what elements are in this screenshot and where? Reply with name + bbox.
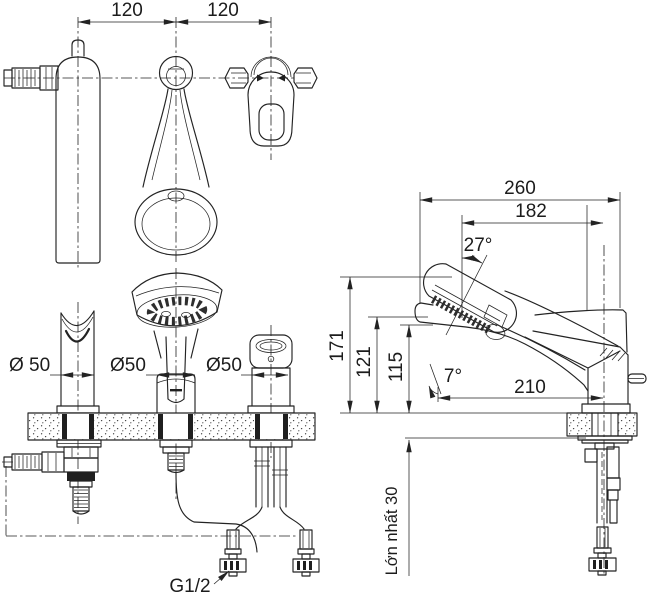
spout-mouth (64, 327, 91, 343)
spout-side-fitting (3, 65, 59, 91)
lever-handle-side (524, 330, 629, 369)
dim-171-label: 171 (327, 330, 348, 362)
spray-face-side (430, 295, 494, 335)
shower-hose (175, 472, 258, 553)
seal-ring (67, 472, 95, 481)
shower-flange (158, 55, 194, 91)
dim-overall-reach: 260 (419, 178, 621, 203)
supply-hoses (2, 461, 305, 553)
dim-27deg-label: 27° (464, 235, 493, 256)
dim-max30-label: Lớn nhất 30 (383, 487, 401, 576)
threaded-stud (72, 486, 90, 512)
shower-grip-left-edge (142, 88, 169, 188)
top-view-hand-shower (134, 55, 218, 256)
front-view-hand-shower (131, 272, 223, 414)
front-view-spout (56, 310, 100, 414)
dim-spray-angle: 27° (445, 235, 493, 336)
dim-valve-diameter-label: Ø50 (206, 355, 242, 376)
valve-body-plan (247, 71, 295, 147)
dim-121-label: 121 (354, 346, 375, 378)
dim-115-label: 115 (386, 352, 407, 382)
valve-hex-wing-left (224, 67, 249, 89)
top-view-valve (224, 56, 318, 147)
dim-hole-pitch: 120 120 (77, 0, 272, 25)
g12-connector-left (219, 529, 247, 577)
hose-routing-centerline (2, 461, 298, 537)
grip-top-edge (504, 290, 619, 347)
head-back-panel (483, 304, 508, 328)
top-view: 120 120 (3, 0, 318, 270)
shower-head-plan (134, 188, 218, 256)
spout-underdeck-fitting (3, 439, 102, 515)
body-base (581, 403, 631, 414)
shower-head-side (423, 263, 517, 333)
dim-spout-diameter-label: Ø 50 (9, 355, 50, 376)
body-block (587, 350, 629, 405)
valve-underdeck-tubes (249, 439, 293, 508)
counter-deck-front (27, 412, 316, 441)
shower-head-front (131, 272, 223, 327)
thread-callout: G1/2 (169, 570, 230, 597)
dim-heights: 171 121 115 (327, 276, 412, 414)
dim-182-label: 182 (515, 201, 547, 222)
hot-supply-hose (235, 506, 263, 530)
valve-hex-wing-right (293, 67, 318, 89)
cold-supply-hose (279, 506, 305, 530)
dim-260-label: 260 (504, 178, 536, 199)
shower-grip-right-edge (183, 88, 210, 188)
spout-pin (71, 39, 85, 57)
dim-spout-reach: 210 (437, 377, 604, 402)
body-top-edge (534, 309, 628, 353)
dim-diameters: Ø 50 Ø50 Ø50 (9, 355, 289, 378)
dim-pitch-right-label: 120 (207, 0, 239, 21)
center-marker-arrow (278, 74, 285, 82)
cap-screw (267, 355, 275, 363)
height-extension-lines (340, 276, 452, 326)
g12-connector-right (292, 529, 320, 577)
top-view-spout (3, 39, 101, 264)
center-marker-arrow (257, 74, 264, 82)
dim-210-label: 210 (514, 377, 546, 398)
side-view: 260 182 210 27° 7° 171 121 (327, 178, 647, 576)
dim-max-deck-thickness: Lớn nhất 30 (383, 439, 412, 576)
dim-pitch-left-label: 120 (111, 0, 143, 21)
thread-size-label: G1/2 (169, 576, 210, 597)
side-view-faucet (414, 263, 647, 414)
spout-profile (414, 302, 589, 392)
dim-body-angle: 7° (428, 363, 462, 399)
spout-body-plan (55, 56, 101, 264)
dim-7deg-label: 7° (444, 366, 462, 387)
shower-neck (153, 328, 199, 359)
front-view: Ø 50 Ø50 Ø50 G1/2 (2, 268, 320, 597)
extension-lines (419, 192, 621, 318)
spray-face-nozzles (146, 296, 208, 326)
valve-shank-underdeck (584, 442, 621, 576)
dim-shower-diameter-label: Ø50 (110, 355, 146, 376)
valve-lever-slot (258, 103, 285, 141)
counter-deck-side (566, 412, 638, 444)
dim-spray-reach: 182 (461, 201, 604, 226)
